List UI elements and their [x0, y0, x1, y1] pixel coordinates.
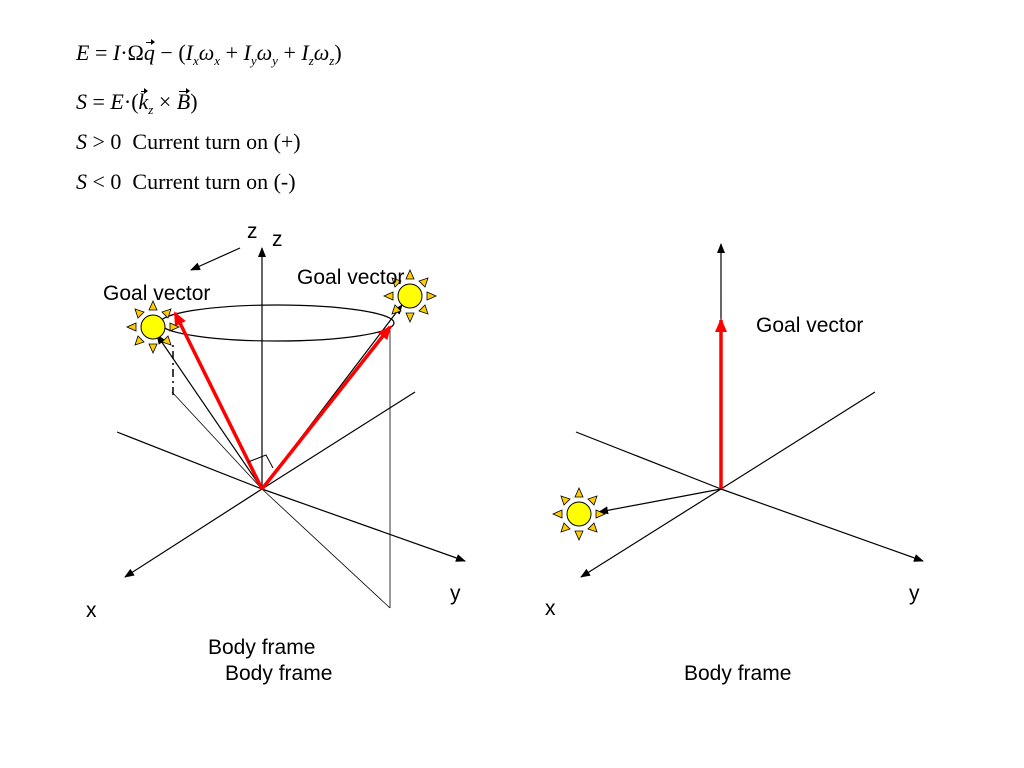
- left-frame-label-2: Body frame: [225, 662, 332, 685]
- left-z-label-1: z: [247, 220, 258, 243]
- left-frame-label-1: Body frame: [208, 636, 315, 659]
- annotation-arrow: [190, 247, 241, 271]
- goal-vector-arrow-right: [260, 325, 392, 491]
- left-x-axis: [124, 488, 263, 578]
- right-angle-marker: [247, 454, 274, 469]
- eq2-symbol-s: S: [76, 89, 87, 114]
- eq1-iz: I: [301, 40, 309, 65]
- eq3-zero: 0: [110, 129, 122, 154]
- right-frame-label: Body frame: [684, 662, 791, 685]
- goal-cone-ellipse: [159, 304, 395, 342]
- eq1-equals: =: [94, 40, 108, 65]
- left-y-label: y: [450, 582, 461, 605]
- eq1-omega: Ω: [127, 40, 144, 65]
- eq4-zero: 0: [110, 169, 122, 194]
- sun-direction-arrow-1: [156, 334, 263, 490]
- eq2-equals: =: [92, 89, 105, 114]
- left-goal-label-2: Goal vector: [103, 282, 210, 305]
- eq1-wx-sub: x: [214, 53, 221, 68]
- eq1-iy-sub: y: [250, 53, 257, 68]
- eq2-close-paren: ): [190, 89, 198, 114]
- equation-s-negative: S < 0 Current turn on (-): [76, 169, 296, 195]
- eq2-open-paren: (: [131, 89, 139, 114]
- eq1-plus-2: +: [283, 40, 296, 65]
- eq1-symbol-e: E: [76, 40, 90, 65]
- eq4-description: Current turn on (-): [132, 169, 296, 194]
- left-goal-label-1: Goal vector: [297, 266, 404, 289]
- right-x-label: x: [545, 597, 556, 620]
- eq1-wx: ω: [198, 40, 215, 65]
- right-y-label: y: [909, 582, 920, 605]
- right-goal-label: Goal vector: [756, 314, 863, 337]
- eq2-times: ×: [158, 89, 172, 114]
- right-x-axis: [580, 488, 722, 578]
- eq1-iy: I: [243, 40, 251, 65]
- equation-s-positive: S > 0 Current turn on (+): [76, 129, 301, 155]
- eq3-description: Current turn on (+): [132, 129, 301, 154]
- eq3-symbol-s: S: [76, 129, 87, 154]
- eq1-plus-1: +: [225, 40, 238, 65]
- right-neg-y-axis: [575, 431, 722, 490]
- eq2-b-vector: B: [176, 88, 191, 114]
- eq3-operator: >: [92, 129, 105, 154]
- eq1-wz: ω: [313, 40, 330, 65]
- eq2-dot: ·: [123, 89, 132, 114]
- left-x-label: x: [86, 599, 97, 622]
- sun-icon-right-diagram: [552, 487, 606, 541]
- equation-s-definition: S = E·(kz × B): [76, 88, 198, 118]
- eq1-minus: −: [160, 40, 173, 65]
- eq1-wz-sub: z: [329, 53, 335, 68]
- eq1-dot: ·: [120, 40, 128, 65]
- eq1-open-paren: (: [178, 40, 186, 65]
- right-y-axis: [720, 488, 924, 562]
- eq1-q-vector: q: [143, 39, 155, 65]
- eq1-symbol-i: I: [112, 40, 121, 65]
- eq1-iz-sub: z: [308, 53, 314, 68]
- eq1-close-paren: ): [334, 40, 342, 65]
- left-neg-y-axis: [116, 431, 263, 490]
- left-projection-line-2: [171, 391, 263, 490]
- left-projection-line: [261, 488, 391, 609]
- goal-vector-arrow-left: [173, 311, 264, 490]
- eq4-symbol-s: S: [76, 169, 87, 194]
- eq1-wy-sub: y: [272, 53, 278, 68]
- right-diagram: Goal vector x y Body frame: [545, 243, 924, 685]
- equation-energy: E = I·Ωq − (Ixωx + Iyωy + Izωz): [76, 39, 342, 69]
- eq2-k-sub: z: [148, 102, 154, 117]
- right-sun-direction-arrow: [598, 488, 722, 515]
- left-diagram: z z Goal vector Goal vector x y Body fra…: [86, 220, 466, 685]
- eq2-k-vector: k: [138, 88, 149, 114]
- eq4-operator: <: [92, 169, 105, 194]
- sun-icon-left: [126, 300, 180, 354]
- left-neg-x-axis: [261, 391, 416, 490]
- right-neg-x-axis: [720, 391, 876, 490]
- eq1-ix: I: [185, 40, 193, 65]
- eq1-ix-sub: x: [192, 53, 199, 68]
- left-y-axis: [261, 488, 466, 562]
- left-z-label-2: z: [272, 228, 283, 251]
- eq1-wy: ω: [256, 40, 273, 65]
- eq2-symbol-e: E: [110, 89, 124, 114]
